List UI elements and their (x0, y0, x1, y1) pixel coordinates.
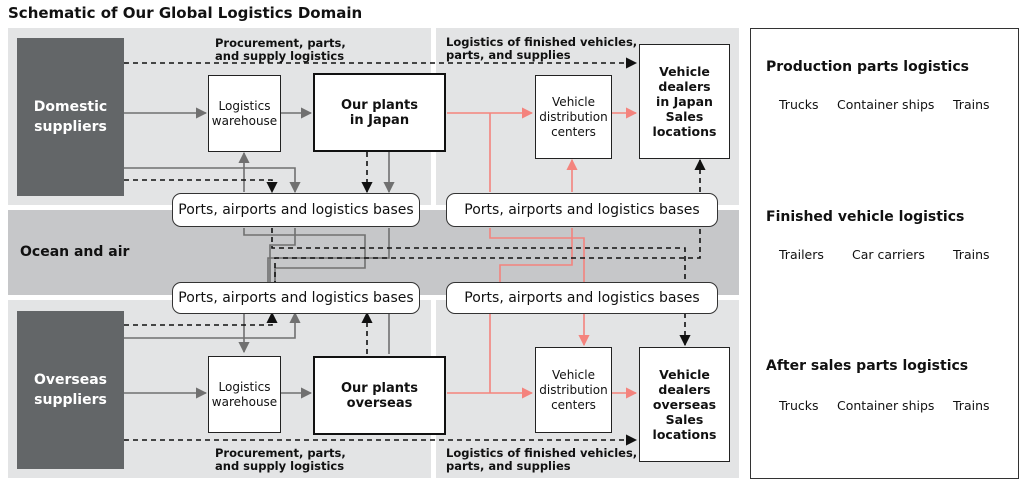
vdc-japan-label: Vehicle distribution centers (539, 94, 608, 139)
bottom-right-flow-label: Logistics of finished vehicles, parts, a… (446, 446, 638, 473)
ports-japan-right-label: Ports, airports and logistics bases (464, 202, 700, 218)
plants-overseas: Our plants overseas (313, 356, 446, 435)
logistics-warehouse-japan-label: Logistics warehouse (211, 98, 278, 128)
vehicle-distribution-centers-overseas: Vehicle distribution centers (535, 347, 612, 433)
logistics-warehouse-japan: Logistics warehouse (208, 75, 281, 152)
top-right-flow-label: Logistics of finished vehicles, parts, a… (446, 35, 638, 62)
vehicle-distribution-centers-japan: Vehicle distribution centers (535, 75, 612, 159)
vdc-overseas-label: Vehicle distribution centers (539, 367, 608, 412)
legend-production-trains: Trains (953, 97, 990, 112)
legend-finished-trailers: Trailers (779, 247, 824, 262)
domestic-suppliers-node: Domestic suppliers (17, 38, 124, 196)
ports-overseas-left-label: Ports, airports and logistics bases (178, 290, 414, 306)
overseas-suppliers-node: Overseas suppliers (17, 311, 124, 469)
legend-aftersales-trucks: Trucks (779, 398, 819, 413)
ports-japan-left-label: Ports, airports and logistics bases (178, 202, 414, 218)
legend-aftersales-heading: After sales parts logistics (766, 358, 969, 374)
plants-japan-label: Our plants in Japan (341, 97, 418, 128)
dealers-overseas-label: Vehicle dealers overseas Sales locations (652, 367, 717, 442)
legend-aftersales-trains: Trains (953, 398, 990, 413)
legend-finished-trains: Trains (953, 247, 990, 262)
ports-overseas-right: Ports, airports and logistics bases (446, 282, 718, 314)
legend-production-heading: Production parts logistics (766, 59, 969, 75)
dealers-japan-label: Vehicle dealers in Japan Sales locations (652, 64, 717, 139)
plants-japan: Our plants in Japan (313, 73, 446, 152)
ports-japan-left: Ports, airports and logistics bases (172, 193, 420, 227)
legend: Production parts logistics Trucks Contai… (750, 28, 1019, 479)
legend-finished-heading: Finished vehicle logistics (766, 209, 965, 225)
ocean-and-air-label: Ocean and air (20, 244, 130, 260)
legend-aftersales-ships: Container ships (837, 398, 935, 413)
bottom-left-flow-label: Procurement, parts, and supply logistics (215, 446, 346, 473)
logistics-warehouse-overseas-label: Logistics warehouse (211, 379, 278, 409)
ports-overseas-left: Ports, airports and logistics bases (172, 282, 420, 314)
top-left-flow-label: Procurement, parts, and supply logistics (215, 36, 346, 63)
ports-overseas-right-label: Ports, airports and logistics bases (464, 290, 700, 306)
overseas-suppliers-label: Overseas suppliers (33, 372, 108, 408)
legend-production-trucks: Trucks (779, 97, 819, 112)
logistics-warehouse-overseas: Logistics warehouse (208, 356, 281, 433)
domestic-suppliers-label: Domestic suppliers (33, 99, 108, 135)
ports-japan-right: Ports, airports and logistics bases (446, 193, 718, 227)
vehicle-flow-lines (447, 107, 638, 399)
vehicle-dealers-japan: Vehicle dealers in Japan Sales locations (639, 44, 730, 159)
diagram-title: Schematic of Our Global Logistics Domain (8, 4, 363, 22)
legend-production-ships: Container ships (837, 97, 935, 112)
legend-finished-car-carriers: Car carriers (852, 247, 925, 262)
vehicle-dealers-overseas: Vehicle dealers overseas Sales locations (639, 347, 730, 462)
plants-overseas-label: Our plants overseas (341, 380, 418, 411)
